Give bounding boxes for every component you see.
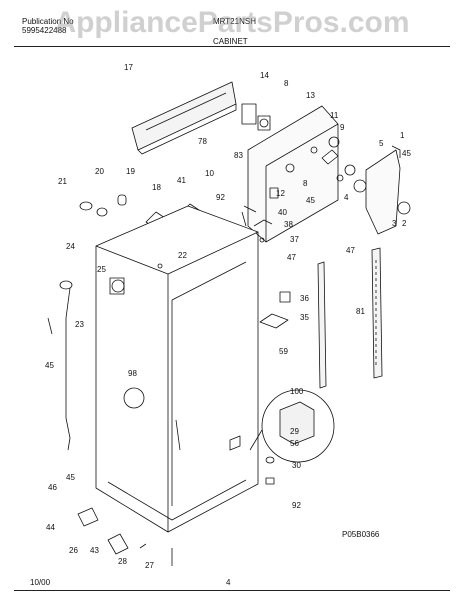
callout-label-38: 38 [284,220,293,229]
callout-label-27: 27 [145,561,154,570]
callout-label-25: 25 [97,265,106,274]
callout-label-14: 14 [260,71,269,80]
callout-label-45: 45 [66,473,75,482]
leveling-leg-parts [77,456,275,566]
callout-label-98: 98 [128,369,137,378]
callout-label-36: 36 [300,294,309,303]
callout-label-40: 40 [278,208,287,217]
callout-label-8: 8 [303,179,308,188]
header-divider [14,46,450,47]
callout-label-26: 26 [69,546,78,555]
callout-label-45: 45 [402,149,411,158]
control-housing-part [353,145,411,235]
callout-label-17: 17 [124,63,133,72]
control-panel-plate [247,105,339,243]
callout-label-12: 12 [276,189,285,198]
callout-label-45: 45 [45,361,54,370]
callout-label-21: 21 [58,177,67,186]
callout-label-10: 10 [205,169,214,178]
callout-label-18: 18 [152,183,161,192]
cabinet-rod-part [47,280,73,451]
footer-date: 10/00 [30,578,51,587]
callout-label-83: 83 [234,151,243,160]
callout-label-19: 19 [126,167,135,176]
callout-label-59: 59 [279,347,288,356]
thermostat-bracket [241,103,271,131]
callout-label-13: 13 [306,91,315,100]
publication-label: Publication No [22,17,74,26]
callout-label-29: 29 [290,427,299,436]
footer-divider [14,590,450,591]
callout-label-5: 5 [379,139,384,148]
callout-label-44: 44 [46,523,55,532]
callout-label-4: 4 [344,193,349,202]
callout-label-46: 46 [48,483,57,492]
callout-label-45: 45 [306,196,315,205]
callout-label-23: 23 [75,320,84,329]
callout-label-56: 56 [290,439,299,448]
shelf-support-parts [243,205,291,329]
callout-label-37: 37 [290,235,299,244]
callout-label-9: 9 [340,123,345,132]
publication-number: 5995422488 [22,26,67,35]
callout-label-8: 8 [284,79,289,88]
top-cover-part [131,81,237,155]
callout-label-11: 11 [330,111,339,120]
callout-label-2: 2 [402,219,407,228]
callout-label-22: 22 [178,251,187,260]
callout-label-30: 30 [292,461,301,470]
callout-label-1: 1 [400,131,405,140]
callout-label-92: 92 [216,193,225,202]
section-title: CABINET [213,37,248,46]
page-number: 4 [226,578,231,587]
diagram-code: P05B0366 [342,530,380,539]
callout-label-35: 35 [300,313,309,322]
model-number: MRT21NSH [213,17,256,26]
callout-label-100: 100 [290,387,304,396]
callout-label-24: 24 [66,242,75,251]
hinge-hardware-parts [79,194,127,217]
callout-label-78: 78 [198,137,207,146]
inset-detail-circle [249,389,335,463]
door-rail-strip [317,247,383,389]
callout-label-81: 81 [356,307,365,316]
callout-label-47: 47 [287,253,296,262]
callout-label-28: 28 [118,557,127,566]
callout-label-43: 43 [90,546,99,555]
callout-label-47: 47 [346,246,355,255]
callout-label-20: 20 [95,167,104,176]
knob-and-sensor-parts [321,136,356,182]
callout-label-92: 92 [292,501,301,510]
refrigerator-cabinet [95,205,259,533]
callout-label-3: 3 [392,219,397,228]
callout-label-41: 41 [177,176,186,185]
